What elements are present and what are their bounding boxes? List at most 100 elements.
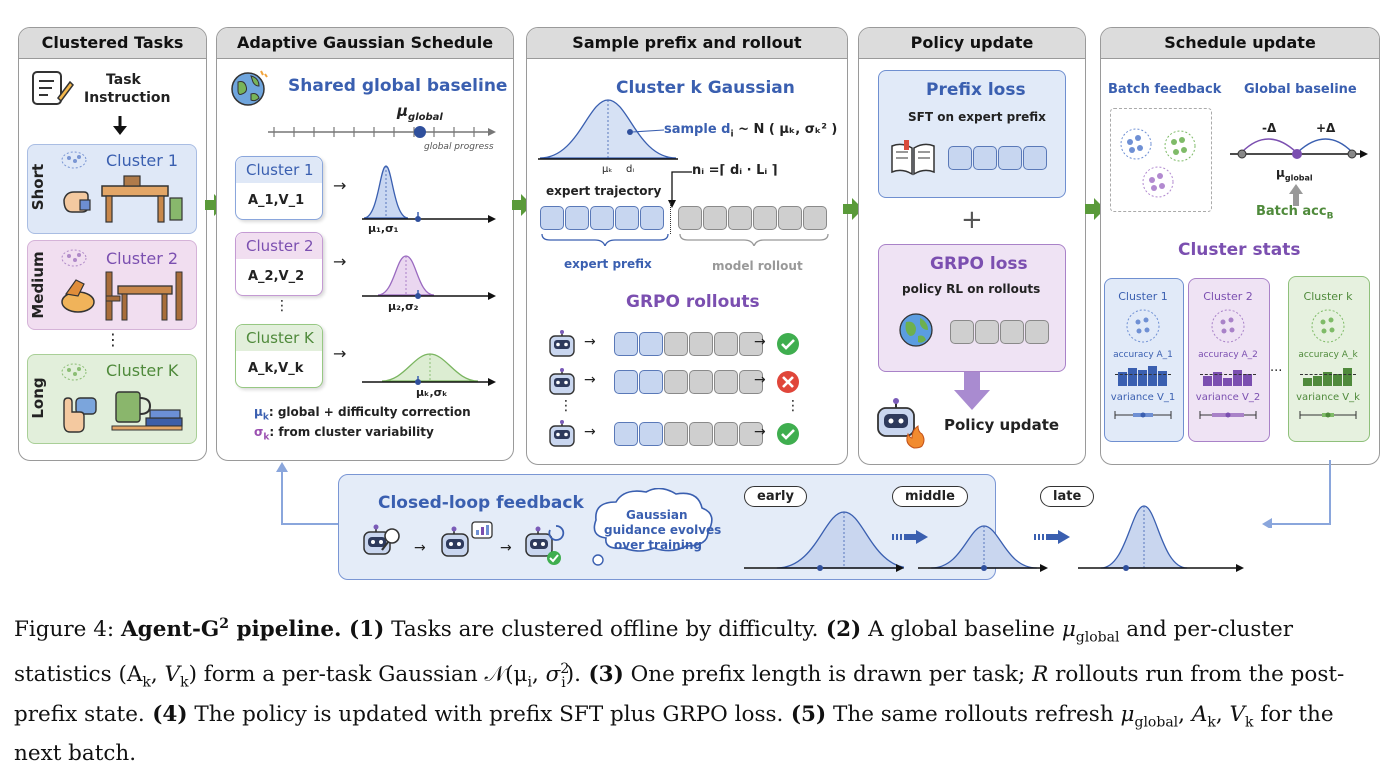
hand-press-icon (63, 397, 97, 433)
gaussian-curve-2 (362, 255, 496, 300)
cluster-k-values: A_k,V_k (248, 361, 304, 376)
thought-cloud (592, 488, 713, 566)
mu-subscript: global (1284, 173, 1313, 183)
rollout-segment (639, 370, 663, 394)
batch-acc-text: Batch acc (1256, 204, 1327, 219)
mug-books-icon (111, 391, 183, 431)
figure-caption: Figure 4: Agent-G2 pipeline. (1) Tasks a… (14, 616, 1345, 767)
trajectory-segment (678, 206, 702, 230)
batch-feedback-label: Batch feedback (1108, 82, 1222, 97)
task-instruction-icon (32, 71, 74, 105)
caption-tail: for the next batch. (14, 701, 1334, 767)
ni-pointer (668, 171, 692, 208)
rollout-segment (714, 370, 738, 394)
robot-check-icon (525, 525, 565, 565)
accuracy-bar (1138, 370, 1147, 386)
check-icon (777, 333, 799, 355)
caption-stats: (A (118, 662, 143, 688)
caption-name: Agent-G (121, 617, 220, 643)
caption-step1: Tasks are clustered offline by difficult… (384, 617, 819, 643)
cluster-k-param-title: Cluster K (236, 325, 322, 351)
caption-r: R (1032, 662, 1049, 688)
flow-arrow-icon (1085, 198, 1105, 220)
feedback-loop-lines (276, 460, 1331, 528)
caption-step5-num: (5) (783, 701, 827, 727)
globe-icon (231, 70, 268, 106)
mu-global-marker: μglobal (1276, 166, 1313, 182)
stage-label: middle (892, 486, 968, 507)
accuracy-bar (1343, 368, 1352, 386)
mu-symbol: μ (397, 102, 409, 120)
rollout-segment (1000, 320, 1024, 344)
cluster-1-param-card: Cluster 1 A_1,V_1 (235, 156, 323, 220)
caption-step2b: and per-cluster statistics (14, 617, 1294, 688)
variance-range (1114, 411, 1172, 419)
caption-figure: Figure 4: (14, 617, 121, 643)
caption-mu: μ (1061, 617, 1076, 643)
caption-step2c: form a per-task Gaussian (196, 662, 485, 688)
arrow-icon: → (500, 540, 512, 556)
gaussian-curve-k (362, 353, 496, 386)
accuracy-bar (1203, 376, 1212, 386)
variance-label: variance V_1 (1110, 392, 1176, 403)
cluster-dots-icon (61, 363, 87, 381)
chairs-table-icon (105, 271, 183, 321)
accuracy-label: accuracy A_2 (1198, 350, 1258, 360)
rollout-segment (739, 370, 763, 394)
robot-icon (549, 330, 575, 357)
variance-range (1299, 411, 1357, 419)
arrow-icon: → (333, 344, 347, 363)
cluster-dots-icon (61, 151, 87, 169)
cluster-k-gaussian-title: Cluster k Gaussian (616, 78, 795, 98)
batch-acc-subscript: B (1326, 211, 1334, 222)
prefix-loss-title: Prefix loss (926, 80, 1026, 100)
rollout-segment (614, 370, 638, 394)
caption-gauss: 𝒩(μ (484, 662, 528, 688)
cluster-k-params: μₖ,σₖ (416, 386, 448, 399)
policy-update-title: Policy update (859, 28, 1085, 59)
sample-distribution: ~ N ( μₖ, σₖ² ) (733, 122, 838, 137)
prefix-segment (998, 146, 1022, 170)
model-rollout-label: model rollout (712, 259, 803, 273)
expert-prefix-bracket (541, 233, 669, 246)
instruction-label: Instruction (84, 90, 171, 106)
caption-step2-num: (2) (818, 617, 862, 643)
expert-trajectory-label: expert trajectory (546, 184, 662, 198)
stats-card-title: Cluster 2 (1203, 290, 1253, 303)
cluster-dots-icon (1311, 309, 1345, 343)
caption-step3b: rollouts run from the post-prefix state. (14, 662, 1345, 727)
short-label: Short (29, 163, 47, 211)
accuracy-bar (1128, 368, 1137, 386)
stats-card-title: Cluster 1 (1118, 290, 1168, 303)
prefix-loss-description: SFT on expert prefix (908, 110, 1046, 124)
accuracy-label: accuracy A_k (1298, 350, 1358, 360)
progress-arrow-icon (1034, 530, 1070, 544)
rollout-segment (689, 370, 713, 394)
closed-loop-title: Closed-loop feedback (378, 493, 584, 513)
rollout-segment (739, 332, 763, 356)
trajectory-segment (703, 206, 727, 230)
clustered-tasks-title: Clustered Tasks (19, 28, 206, 59)
prefix-segment (973, 146, 997, 170)
accuracy-bar (1158, 371, 1167, 386)
mu-k-tick: μₖ (602, 164, 613, 175)
stage-label: late (1040, 486, 1095, 507)
global-baseline-label: Global baseline (1244, 82, 1357, 97)
robot-icon (549, 368, 575, 395)
cluster-ellipsis: ⋮ (105, 330, 121, 349)
hand-box-icon (63, 191, 91, 213)
prefix-loss-box (878, 70, 1066, 198)
flow-arrow-icon (843, 198, 863, 220)
ni-formula: nᵢ =⌈ dᵢ · Lᵢ ⌉ (692, 163, 778, 178)
robot-icon (549, 420, 575, 447)
trajectory-segment (728, 206, 752, 230)
cluster-2-params: μ₂,σ₂ (388, 300, 419, 313)
rollout-segment (714, 332, 738, 356)
arrow-icon: → (584, 334, 596, 350)
rollout-segment (739, 422, 763, 446)
accuracy-bar (1213, 372, 1222, 386)
caption-pipeline: pipeline. (229, 617, 342, 643)
stage-gaussian (744, 511, 904, 572)
caption-step2a: A global baseline (861, 617, 1062, 643)
sample-rollout-title: Sample prefix and rollout (527, 28, 847, 59)
